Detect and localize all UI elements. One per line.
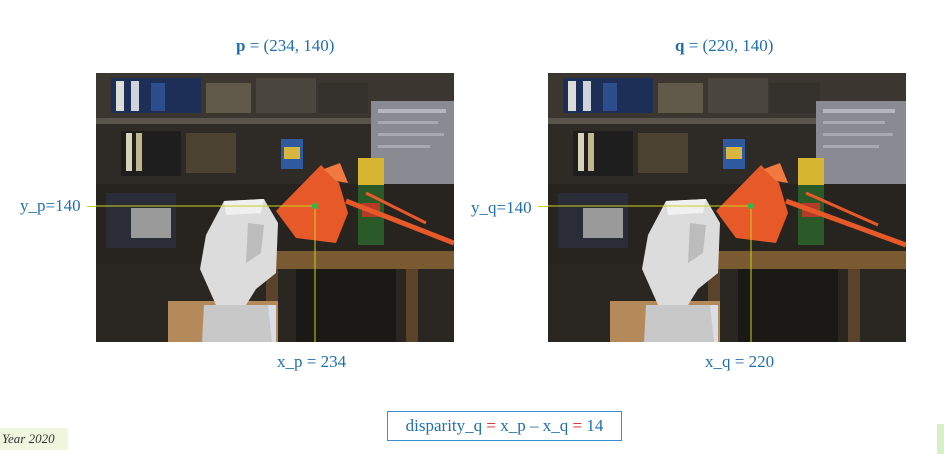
corner-decoration bbox=[937, 424, 944, 454]
right-point-title: q = (220, 140) bbox=[675, 36, 773, 56]
formula-result: 14 bbox=[586, 416, 604, 435]
formula-equals-2: = bbox=[568, 416, 587, 435]
left-point-coords: = (234, 140) bbox=[245, 36, 335, 55]
right-stereo-image bbox=[548, 73, 906, 342]
right-x-label: x_q = 220 bbox=[705, 352, 775, 371]
formula-xp: x_p bbox=[500, 416, 526, 435]
left-point-title: p = (234, 140) bbox=[236, 36, 334, 56]
left-y-label: y_p=140 bbox=[20, 196, 81, 215]
right-y-label: y_q=140 bbox=[471, 198, 532, 217]
formula-disparity: disparity_q bbox=[405, 416, 483, 435]
formula-minus: – bbox=[525, 416, 543, 435]
right-point-name: q bbox=[675, 36, 685, 55]
footer-year: Year 2020 bbox=[0, 428, 68, 450]
left-point-marker bbox=[312, 203, 318, 209]
right-point-coords: = (220, 140) bbox=[684, 36, 774, 55]
disparity-formula: disparity_q = x_p – x_q = 14 bbox=[387, 411, 622, 441]
formula-equals-1: = bbox=[482, 416, 501, 435]
left-point-name: p bbox=[236, 36, 246, 55]
right-y-guide-outer bbox=[538, 206, 549, 207]
left-x-label: x_p = 234 bbox=[277, 352, 347, 371]
left-stereo-image bbox=[96, 73, 454, 342]
formula-xq: x_q bbox=[542, 416, 569, 435]
right-point-marker bbox=[748, 203, 754, 209]
left-y-guide-outer bbox=[87, 206, 96, 207]
